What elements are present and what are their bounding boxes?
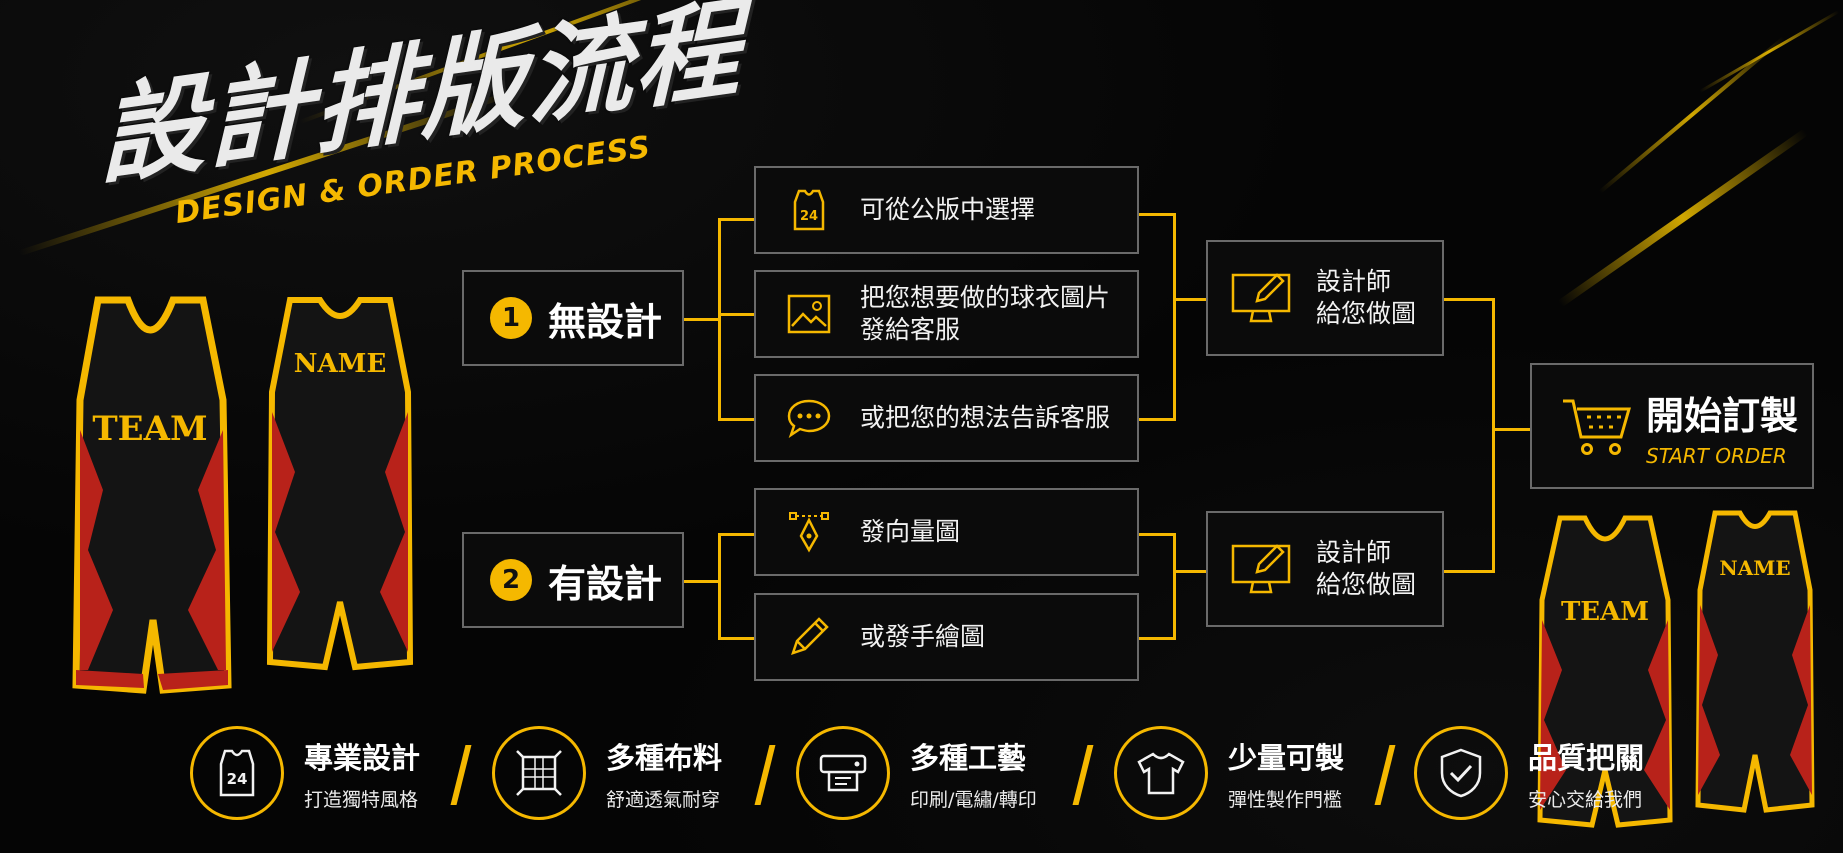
option-choose-template: 24 可從公版中選擇	[754, 166, 1139, 254]
option-send-vector: 發向量圖	[754, 488, 1139, 576]
start-order-title: 開始訂製	[1646, 393, 1799, 438]
designer-line2: 給您做圖	[1316, 299, 1417, 328]
image-icon	[786, 291, 832, 337]
feature-title: 多種布料	[606, 740, 723, 775]
shopping-cart-icon	[1560, 393, 1634, 459]
connector	[1173, 533, 1176, 640]
shield-check-icon	[1438, 747, 1484, 799]
feature-subtitle: 安心交給我們	[1528, 788, 1643, 811]
start-order-box[interactable]: 開始訂製 START ORDER	[1530, 363, 1814, 489]
jersey-front-right: TEAM	[1537, 515, 1673, 828]
option-describe-idea: 或把您的想法告訴客服	[754, 374, 1139, 462]
feature-title: 專業設計	[304, 740, 421, 775]
svg-text:24: 24	[800, 209, 818, 224]
feature-title: 品質把關	[1528, 740, 1645, 775]
step-number: 2	[490, 559, 532, 601]
start-order-subtitle: START ORDER	[1646, 443, 1787, 468]
connector	[1444, 298, 1494, 301]
category-label: 有設計	[548, 561, 663, 606]
print-machine-icon	[817, 750, 869, 796]
step-number: 1	[490, 297, 532, 339]
feature-professional-design: 24 專業設計打造獨特風格	[190, 726, 420, 820]
option-text: 把您想要做的球衣圖片 發給客服	[860, 282, 1111, 345]
connector	[1173, 298, 1206, 301]
feature-subtitle: 打造獨特風格	[304, 788, 419, 811]
feature-title: 少量可製	[1228, 740, 1345, 775]
option-send-image: 把您想要做的球衣圖片 發給客服	[754, 270, 1139, 358]
feature-subtitle: 彈性製作門檻	[1228, 788, 1343, 811]
connector	[1139, 533, 1175, 536]
connector	[684, 580, 720, 583]
connector	[718, 533, 721, 640]
jersey-team-text: TEAM	[1561, 597, 1649, 627]
category-has-design: 2 有設計	[462, 532, 684, 628]
connector	[1139, 213, 1175, 216]
connector	[718, 533, 754, 536]
jersey-24-icon: 24	[215, 748, 259, 798]
connector	[1173, 570, 1206, 573]
jersey-back-right: NAME	[1695, 510, 1815, 813]
feature-subtitle: 舒適透氣耐穿	[606, 788, 721, 811]
chat-bubble-icon	[786, 395, 832, 441]
svg-text:24: 24	[227, 770, 248, 788]
jersey-24-icon: 24	[786, 187, 832, 233]
connector	[1139, 637, 1175, 640]
feature-fabrics: 多種布料舒適透氣耐穿	[492, 726, 722, 820]
category-label: 無設計	[548, 299, 663, 344]
designer-box-1: 設計師 給您做圖	[1206, 240, 1444, 356]
connector	[718, 637, 754, 640]
connector	[718, 218, 721, 421]
option-send-sketch: 或發手繪圖	[754, 593, 1139, 681]
connector	[1173, 213, 1176, 421]
monitor-pen-icon	[1230, 541, 1296, 597]
connector	[1492, 428, 1530, 431]
connector	[1139, 418, 1175, 421]
designer-line1: 設計師	[1316, 537, 1392, 567]
feature-crafts: 多種工藝印刷/電繡/轉印	[796, 726, 1037, 820]
category-no-design: 1 無設計	[462, 270, 684, 366]
designer-line2: 給您做圖	[1316, 570, 1417, 599]
designer-box-2: 設計師 給您做圖	[1206, 511, 1444, 627]
connector	[718, 313, 754, 316]
vector-pen-icon	[786, 509, 832, 555]
option-text: 或發手繪圖	[860, 621, 986, 651]
designer-line1: 設計師	[1316, 266, 1392, 296]
jersey-name-text: NAME	[1719, 556, 1790, 580]
feature-small-quantity: 少量可製彈性製作門檻	[1114, 726, 1344, 820]
connector	[718, 218, 754, 221]
feature-subtitle: 印刷/電繡/轉印	[910, 788, 1037, 811]
option-text: 可從公版中選擇	[860, 194, 1036, 224]
fabric-icon	[515, 749, 563, 797]
tshirt-icon	[1135, 750, 1187, 796]
connector	[1444, 570, 1494, 573]
option-text: 或把您的想法告訴客服	[860, 402, 1111, 432]
jersey-front-left: TEAM	[72, 296, 232, 694]
jersey-team-text: TEAM	[92, 409, 207, 449]
connector	[1492, 298, 1495, 573]
monitor-pen-icon	[1230, 270, 1296, 326]
connector	[718, 418, 754, 421]
option-text: 發向量圖	[860, 516, 961, 546]
feature-title: 多種工藝	[910, 740, 1027, 775]
feature-quality-control: 品質把關安心交給我們	[1414, 726, 1644, 820]
jersey-name-text: NAME	[294, 349, 387, 379]
connector	[684, 318, 720, 321]
jersey-back-left: NAME	[266, 297, 414, 671]
pencil-icon	[786, 614, 832, 660]
